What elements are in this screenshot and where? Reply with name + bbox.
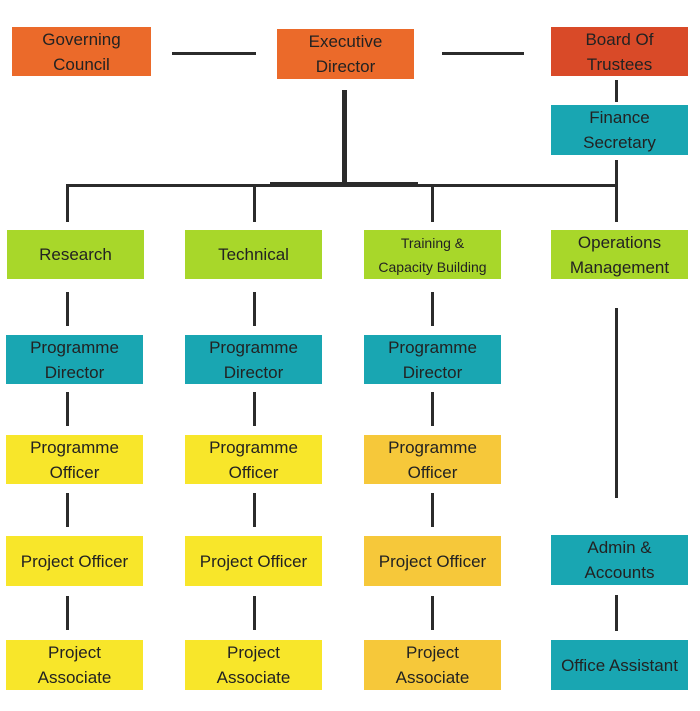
connector-finance-operations bbox=[615, 160, 618, 222]
connector-training-4 bbox=[431, 596, 434, 630]
technical-programme-director-box[interactable]: Programme Director bbox=[185, 335, 322, 384]
connector-operations-admin bbox=[615, 595, 618, 631]
connector-training-3 bbox=[431, 493, 434, 527]
technical-programme-officer-box[interactable]: Programme Officer bbox=[185, 435, 322, 484]
training-project-associate-box[interactable]: Project Associate bbox=[364, 640, 501, 690]
connector-technical-3 bbox=[253, 493, 256, 527]
research-programme-director-box[interactable]: Programme Director bbox=[6, 335, 143, 384]
finance-secretary-box[interactable]: Finance Secretary bbox=[551, 105, 688, 155]
board-of-trustees-box[interactable]: Board Of Trustees bbox=[551, 27, 688, 76]
connector-research-2 bbox=[66, 392, 69, 426]
executive-director-box[interactable]: Executive Director bbox=[277, 29, 414, 79]
admin-accounts-box[interactable]: Admin & Accounts bbox=[551, 535, 688, 585]
connector-training-2 bbox=[431, 392, 434, 426]
research-programme-officer-box[interactable]: Programme Officer bbox=[6, 435, 143, 484]
training-project-officer-box[interactable]: Project Officer bbox=[364, 536, 501, 586]
technical-project-associate-box[interactable]: Project Associate bbox=[185, 640, 322, 690]
connector-operations-long bbox=[615, 308, 618, 498]
connector-drop-training bbox=[431, 184, 434, 222]
connector-horizontal-bus bbox=[66, 184, 618, 187]
connector-board-finance bbox=[615, 80, 618, 102]
connector-research-4 bbox=[66, 596, 69, 630]
research-project-associate-box[interactable]: Project Associate bbox=[6, 640, 143, 690]
technical-project-officer-box[interactable]: Project Officer bbox=[185, 536, 322, 586]
training-programme-director-box[interactable]: Programme Director bbox=[364, 335, 501, 384]
operations-management-box[interactable]: Operations Management bbox=[551, 230, 688, 279]
technical-department-box[interactable]: Technical bbox=[185, 230, 322, 279]
connector-training-1 bbox=[431, 292, 434, 326]
connector-research-3 bbox=[66, 493, 69, 527]
training-capacity-building-box[interactable]: Training & Capacity Building bbox=[364, 230, 501, 279]
office-assistant-box[interactable]: Office Assistant bbox=[551, 640, 688, 690]
connector-executive-board bbox=[442, 52, 524, 55]
connector-drop-research bbox=[66, 184, 69, 222]
connector-technical-1 bbox=[253, 292, 256, 326]
research-project-officer-box[interactable]: Project Officer bbox=[6, 536, 143, 586]
connector-technical-2 bbox=[253, 392, 256, 426]
connector-research-1 bbox=[66, 292, 69, 326]
connector-technical-4 bbox=[253, 596, 256, 630]
connector-executive-trunk bbox=[342, 90, 347, 186]
governing-council-box[interactable]: Governing Council bbox=[12, 27, 151, 76]
connector-governing-executive bbox=[172, 52, 256, 55]
connector-drop-technical bbox=[253, 184, 256, 222]
training-programme-officer-box[interactable]: Programme Officer bbox=[364, 435, 501, 484]
research-department-box[interactable]: Research bbox=[7, 230, 144, 279]
